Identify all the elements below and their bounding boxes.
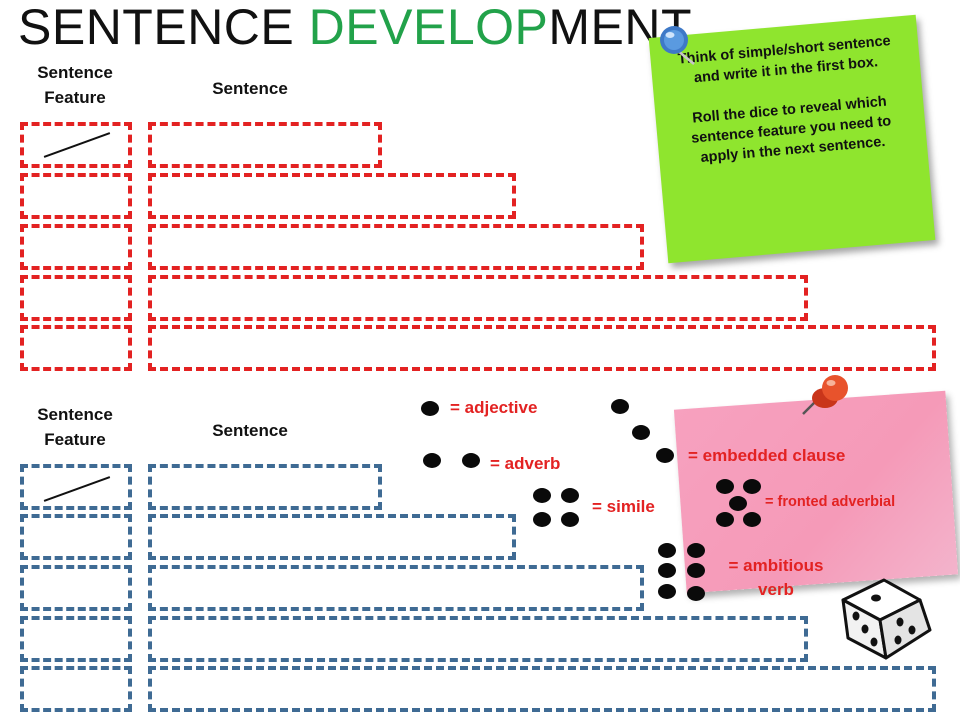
sentence-feature-heading: Sentence Feature [37,63,113,107]
red-pushpin-icon [802,375,848,415]
pip [632,425,650,440]
key-label-ambitious-verb: = ambitious verb [728,556,824,599]
feature-box-1[interactable] [20,122,132,168]
feature-box-4[interactable] [20,616,132,662]
feature-box-4[interactable] [20,275,132,321]
feature-box-3[interactable] [20,224,132,270]
key-label-simile: = simile [592,497,655,516]
title-part-2: DEVELOP [308,0,549,55]
sentence-feature-heading: Sentence Feature [37,405,113,449]
sentence-box-1[interactable] [148,464,382,510]
sentence-box-4[interactable] [148,616,808,662]
pip [687,586,705,601]
sentence-box-5[interactable] [148,666,936,712]
feature-box-1[interactable] [20,464,132,510]
pip [743,479,761,494]
pip [533,512,551,527]
sentence-box-2[interactable] [148,173,516,219]
feature-box-2[interactable] [20,173,132,219]
pip [423,453,441,468]
pip [658,543,676,558]
blue-pushpin-icon [660,26,695,65]
pip [687,543,705,558]
pip [421,401,439,416]
pip [462,453,480,468]
pip [611,399,629,414]
dice-icon [841,578,932,660]
no-feature-slash [43,132,111,158]
feature-box-2[interactable] [20,514,132,560]
pip [716,512,734,527]
pip [658,563,676,578]
pip [656,448,674,463]
sentence-box-1[interactable] [148,122,382,168]
sentence-heading: Sentence [212,421,288,440]
feature-box-5[interactable] [20,325,132,371]
pip [533,488,551,503]
title-part-1: SENTENCE [18,0,309,55]
pip [658,584,676,599]
sentence-box-3[interactable] [148,224,644,270]
pip [716,479,734,494]
page-title: SENTENCE DEVELOPMENT [18,0,692,54]
sentence-box-3[interactable] [148,565,644,611]
sentence-box-5[interactable] [148,325,936,371]
pip [729,496,747,511]
sentence-box-2[interactable] [148,514,516,560]
sentence-box-4[interactable] [148,275,808,321]
key-label-fronted-adverbial: = fronted adverbial [765,494,896,510]
feature-box-3[interactable] [20,565,132,611]
key-label-adjective: = adjective [450,398,538,417]
instructions-text-2: Roll the dice to reveal which sentence f… [690,93,892,167]
key-label-embedded-clause: = embedded clause [688,446,846,465]
key-label-adverb: = adverb [490,454,561,473]
pip [687,563,705,578]
pip [561,512,579,527]
sentence-heading: Sentence [212,79,288,98]
feature-box-5[interactable] [20,666,132,712]
pip [743,512,761,527]
pip [561,488,579,503]
no-feature-slash [43,476,111,502]
